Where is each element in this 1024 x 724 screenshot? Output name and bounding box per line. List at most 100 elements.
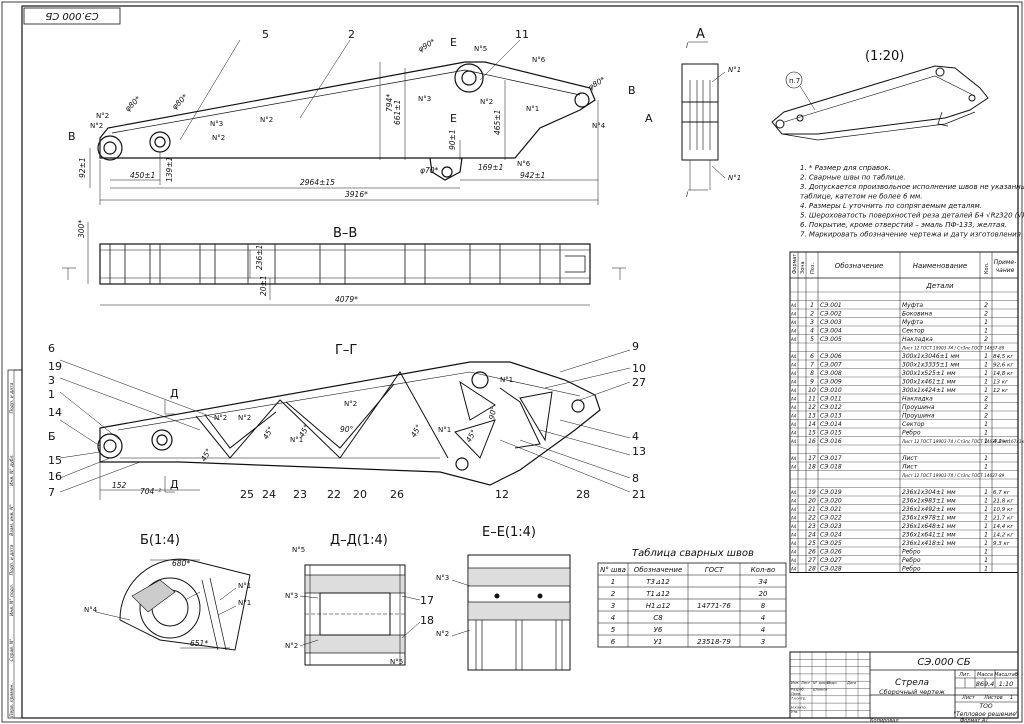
weld-cell: 14771-76 [697, 602, 731, 610]
parts-name: Муфта [902, 319, 923, 326]
title-sheet-label: Лист [961, 695, 976, 701]
callout-top: N°6 [532, 56, 546, 64]
callout-top: B [628, 84, 636, 97]
dimension-d_4079: 4079* [335, 295, 358, 304]
callout-gg: 7 [48, 486, 55, 499]
callout-gg: 19 [48, 360, 62, 373]
parts-note: 14,4 кг [993, 524, 1013, 530]
iso-scale-title: (1:20) [865, 49, 904, 64]
parts-pos: 26 [808, 549, 816, 556]
dimension-d_704: 704⁻² [140, 487, 161, 496]
parts-note: 13 кг [993, 380, 1008, 386]
parts-section-title: Детали [925, 282, 954, 290]
parts-name: Ребро [902, 566, 921, 573]
parts-pos: 14 [808, 421, 816, 428]
parts-format: А4 [791, 354, 797, 359]
parts-name: Ребро [902, 549, 921, 556]
dimension-d_90: 90±1 [448, 129, 457, 150]
side-stamp-label: Взам. инв. N° [9, 504, 15, 536]
section-bb-view [99, 243, 591, 285]
dimension-d_phi70: φ70* [420, 166, 438, 175]
parts-qty: 1 [984, 540, 988, 547]
parts-designation: СЭ.002 [820, 311, 842, 318]
parts-pos: 11 [808, 396, 816, 403]
parts-designation: СЭ.017 [820, 455, 842, 462]
pin-mid-outer [149, 131, 171, 153]
callout-gg: N°1 [500, 376, 513, 384]
dimension-d_794: 794* [385, 94, 394, 112]
title-sheets-label: Листов [983, 695, 1003, 701]
parts-pos: 3 [810, 319, 814, 326]
view-titles: В–В Г–Г А (1:20) Б(1:4) Д–Д(1:4) Е–Е(1:4… [140, 27, 904, 548]
weld-cell: Т1⊿12 [646, 590, 670, 598]
parts-format: А4 [791, 439, 797, 444]
callout-gg: Д [170, 478, 179, 491]
parts-format: А4 [791, 380, 797, 385]
detail-ee-view [451, 554, 571, 671]
callout-top: N°2 [96, 112, 109, 120]
dimension-d_phi80c: φ80* [587, 75, 608, 92]
weld-cell: Т3⊿12 [646, 578, 670, 586]
parts-name: Сектор [902, 328, 925, 335]
parts-designation: СЭ.027 [820, 557, 842, 564]
callout-gg: 26 [390, 488, 404, 501]
parts-qty: 1 [984, 430, 988, 437]
section-gg-view [97, 361, 601, 486]
weld-cell: 4 [761, 626, 765, 634]
parts-pos: 18 [808, 464, 816, 471]
parts-designation: СЭ.001 [820, 302, 842, 309]
detail-b-view [95, 558, 251, 651]
parts-qty: 1 [984, 379, 988, 386]
weld-header: Кол-во [751, 566, 776, 574]
detail-b-title: Б(1:4) [140, 533, 180, 548]
parts-pos: 28 [808, 566, 816, 573]
parts-pos: 23 [808, 523, 816, 530]
callout-top: E [450, 112, 457, 125]
callout-top: 2 [348, 28, 355, 41]
parts-pos: 1 [810, 302, 814, 309]
parts-note: 21,7 кг [993, 516, 1013, 522]
dimension-d_942: 942±1 [520, 171, 545, 180]
parts-name: 236х1х304±1 мм [902, 489, 956, 496]
parts-format: А4 [791, 550, 797, 555]
parts-pos: 2 [810, 311, 814, 318]
parts-pos: 8 [810, 370, 814, 377]
title-org2: "Тепловое решение" [953, 711, 1019, 718]
callout-top: N°6 [517, 160, 531, 168]
parts-header: Приме- [994, 259, 1017, 266]
title-rev-header: Дата [846, 681, 856, 685]
parts-format: А4 [791, 490, 797, 495]
dimension-d_651: 651* [190, 639, 208, 648]
parts-designation: СЭ.013 [820, 413, 842, 420]
note-line: 1. * Размер для справок. [800, 164, 891, 172]
title-footer-left: Копировал [870, 718, 899, 724]
callout-detail: N°4 [84, 606, 98, 614]
callout-a: l [686, 42, 688, 50]
weld-table-title: Таблица сварных швов [632, 547, 754, 559]
callout-gg: 22 [327, 488, 341, 501]
parts-designation: СЭ.028 [820, 566, 842, 573]
parts-name: Лист [901, 464, 918, 471]
parts-header: Поз. [810, 263, 816, 274]
detail-dd-title: Д–Д(1:4) [330, 533, 388, 548]
parts-pos: 17 [808, 455, 816, 462]
pin-top-outer [454, 63, 484, 93]
parts-qty: 1 [984, 319, 988, 326]
parts-header: Кол. [984, 262, 990, 274]
callout-gg: 14 [48, 406, 62, 419]
parts-qty: 1 [984, 523, 988, 530]
callout-detail: N°1 [238, 582, 251, 590]
view-a [681, 41, 726, 191]
callout-top: N°2 [90, 122, 103, 130]
parts-pos: 4 [810, 328, 814, 335]
parts-name: 300х1х3335±1 мм [902, 362, 960, 369]
callout-gg: N°2 [238, 414, 251, 422]
callout-detail: N°5 [292, 546, 305, 554]
parts-pos: 25 [808, 540, 816, 547]
parts-qty: 1 [984, 557, 988, 564]
callout-gg: 9 [632, 340, 639, 353]
dimension-d_20: 20±1 [259, 275, 268, 296]
note-line: 2. Сварные швы по таблице. [800, 174, 906, 182]
